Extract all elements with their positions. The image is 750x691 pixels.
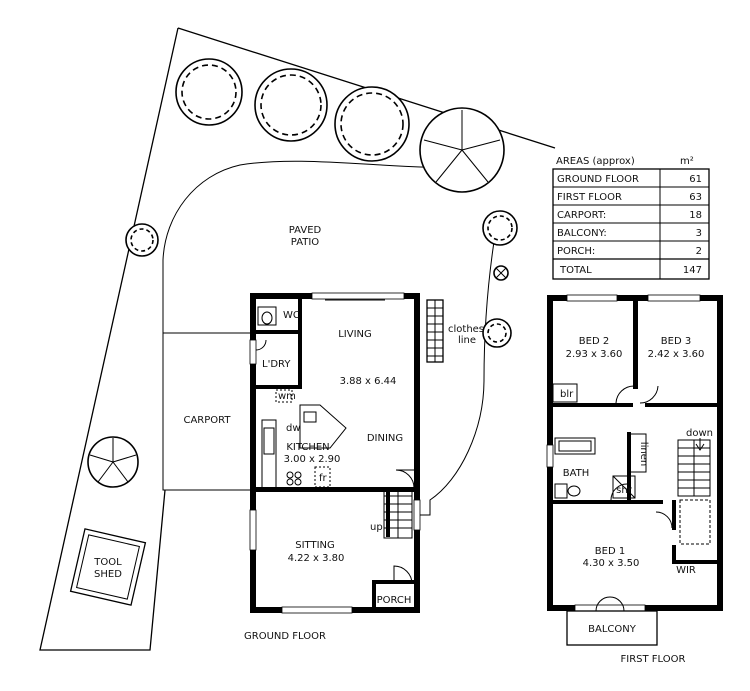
- stairs: [383, 487, 413, 539]
- window: [249, 509, 257, 551]
- area-total-label: TOTAL: [559, 265, 592, 276]
- porch-label: PORCH: [377, 595, 412, 606]
- first-floor-title: FIRST FLOOR: [621, 654, 686, 665]
- sitting-label: SITTING: [295, 540, 335, 551]
- ground-floor-title: GROUND FLOOR: [244, 631, 326, 642]
- tree-icon: [125, 223, 159, 257]
- kitchen-label: KITCHEN: [286, 442, 329, 453]
- area-row-value: 3: [696, 228, 702, 239]
- sitting-dimension: 4.22 x 3.80: [288, 553, 345, 564]
- laundry-label: L'DRY: [262, 359, 291, 370]
- bed3-dimension: 2.42 x 3.60: [648, 349, 705, 360]
- door-swing: [395, 469, 415, 489]
- door-swing: [609, 596, 625, 612]
- patio-edge: [162, 160, 463, 491]
- bed2-label: BED 2: [579, 336, 609, 347]
- wm-label: wm: [278, 391, 296, 402]
- bed1-dimension: 4.30 x 3.50: [583, 558, 640, 569]
- door-swing: [639, 385, 659, 404]
- stairs-up-label: up: [370, 522, 383, 533]
- kitchen-dimension: 3.00 x 2.90: [284, 454, 341, 465]
- line-label: line: [458, 335, 476, 346]
- balcony-label: BALCONY: [588, 624, 637, 635]
- linen-label: linen: [638, 442, 649, 466]
- shower-label: shr: [616, 485, 633, 496]
- tree-icon: [87, 436, 139, 488]
- window: [311, 292, 405, 300]
- window: [647, 294, 701, 302]
- area-row-value: 18: [689, 210, 702, 221]
- window: [249, 339, 257, 365]
- patio-label: PATIO: [291, 237, 320, 248]
- door-swing: [595, 596, 611, 612]
- area-row-label: BALCONY:: [557, 228, 607, 239]
- bath-label: BATH: [563, 468, 590, 479]
- balcony-outline: [566, 610, 658, 646]
- bath-fittings: [552, 383, 647, 499]
- tool-shed: [69, 528, 147, 606]
- tree-icon: [175, 58, 243, 126]
- door-swing: [255, 339, 267, 351]
- tree-icon: [493, 265, 509, 281]
- tree-icon: [482, 318, 512, 348]
- clothesline-icon: [426, 299, 444, 363]
- window: [574, 604, 646, 612]
- kitchen-bench: [257, 306, 347, 489]
- living-label: LIVING: [338, 329, 372, 340]
- living-dimension: 3.88 x 6.44: [340, 376, 397, 387]
- dw-label: dw: [286, 423, 301, 434]
- carport-label: CARPORT: [183, 415, 231, 426]
- window: [413, 499, 421, 531]
- area-row-value: 2: [696, 246, 702, 257]
- area-row-label: FIRST FLOOR: [557, 192, 622, 203]
- door-swing: [610, 483, 628, 501]
- bed3-label: BED 3: [661, 336, 691, 347]
- wir-label: WIR: [676, 565, 696, 576]
- fridge-label: fr: [319, 473, 328, 484]
- area-row-value: 61: [689, 174, 702, 185]
- paved-label: PAVED: [289, 225, 322, 236]
- tree-icon: [419, 107, 505, 193]
- clothes-label: clothes: [448, 324, 484, 335]
- door-swing: [393, 565, 413, 585]
- wc-label: WC: [283, 310, 300, 321]
- stairs-down-label: down: [686, 428, 713, 439]
- tool-label: TOOL: [93, 557, 122, 568]
- window: [566, 294, 618, 302]
- area-row-label: CARPORT:: [557, 210, 606, 221]
- door-swing: [615, 385, 635, 404]
- bed1-label: BED 1: [595, 546, 625, 557]
- bed2-dimension: 2.93 x 3.60: [566, 349, 623, 360]
- areas-unit: m²: [680, 156, 694, 167]
- area-row-label: PORCH:: [557, 246, 595, 257]
- tree-icon: [254, 68, 328, 142]
- dining-label: DINING: [367, 433, 403, 444]
- tree-icon: [482, 210, 518, 246]
- areas-table: [552, 168, 710, 280]
- door-swing: [655, 511, 673, 529]
- shed-label: SHED: [94, 569, 122, 580]
- boiler-label: blr: [560, 389, 574, 400]
- window: [281, 606, 353, 614]
- tree-icon: [334, 86, 410, 162]
- area-row-value: 63: [689, 192, 702, 203]
- window: [546, 444, 554, 468]
- area-total-value: 147: [683, 265, 702, 276]
- area-row-label: GROUND FLOOR: [557, 174, 639, 185]
- areas-heading: AREAS (approx): [556, 156, 635, 167]
- stairs: [677, 438, 711, 545]
- clothesline-path: [414, 234, 496, 516]
